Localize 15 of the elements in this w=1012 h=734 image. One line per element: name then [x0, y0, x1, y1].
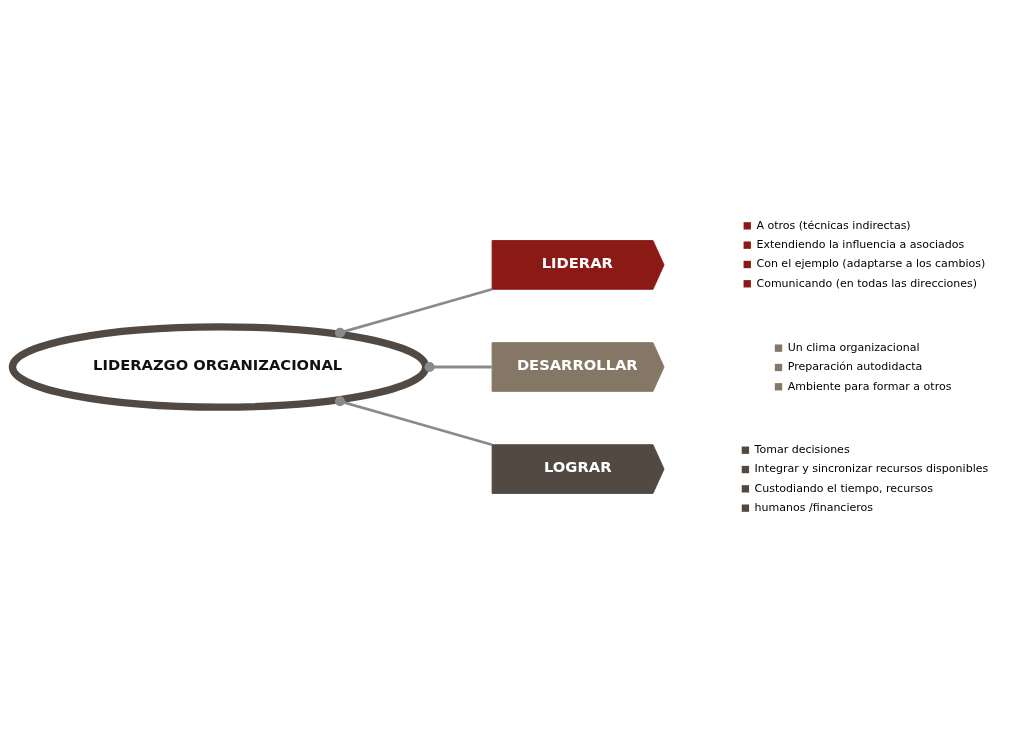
node-label: Ambiente para formar a otros [787, 379, 952, 393]
node-label: A otros (técnicas indirectas) [756, 218, 911, 232]
connector [334, 396, 493, 447]
node-label: Tomar decisiones [754, 443, 850, 457]
node-ellipse: LIDERAZGO ORGANIZACIONAL [8, 323, 430, 411]
connector [424, 361, 492, 373]
connector [334, 287, 493, 338]
node-label: Custodiando el tiempo, recursos [754, 481, 933, 495]
node-label: Comunicando (en todas las direcciones) [756, 276, 978, 290]
node-label: Extendiendo la influencia a asociados [756, 238, 965, 252]
node-label: Con el ejemplo (adaptarse a los cambios) [756, 257, 986, 271]
node-label: Preparación autodidacta [787, 360, 923, 374]
node-label: humanos /financieros [754, 501, 874, 514]
node-label: Integrar y sincronizar recursos disponibles [754, 462, 989, 476]
node-label: Un clima organizacional [787, 341, 920, 354]
